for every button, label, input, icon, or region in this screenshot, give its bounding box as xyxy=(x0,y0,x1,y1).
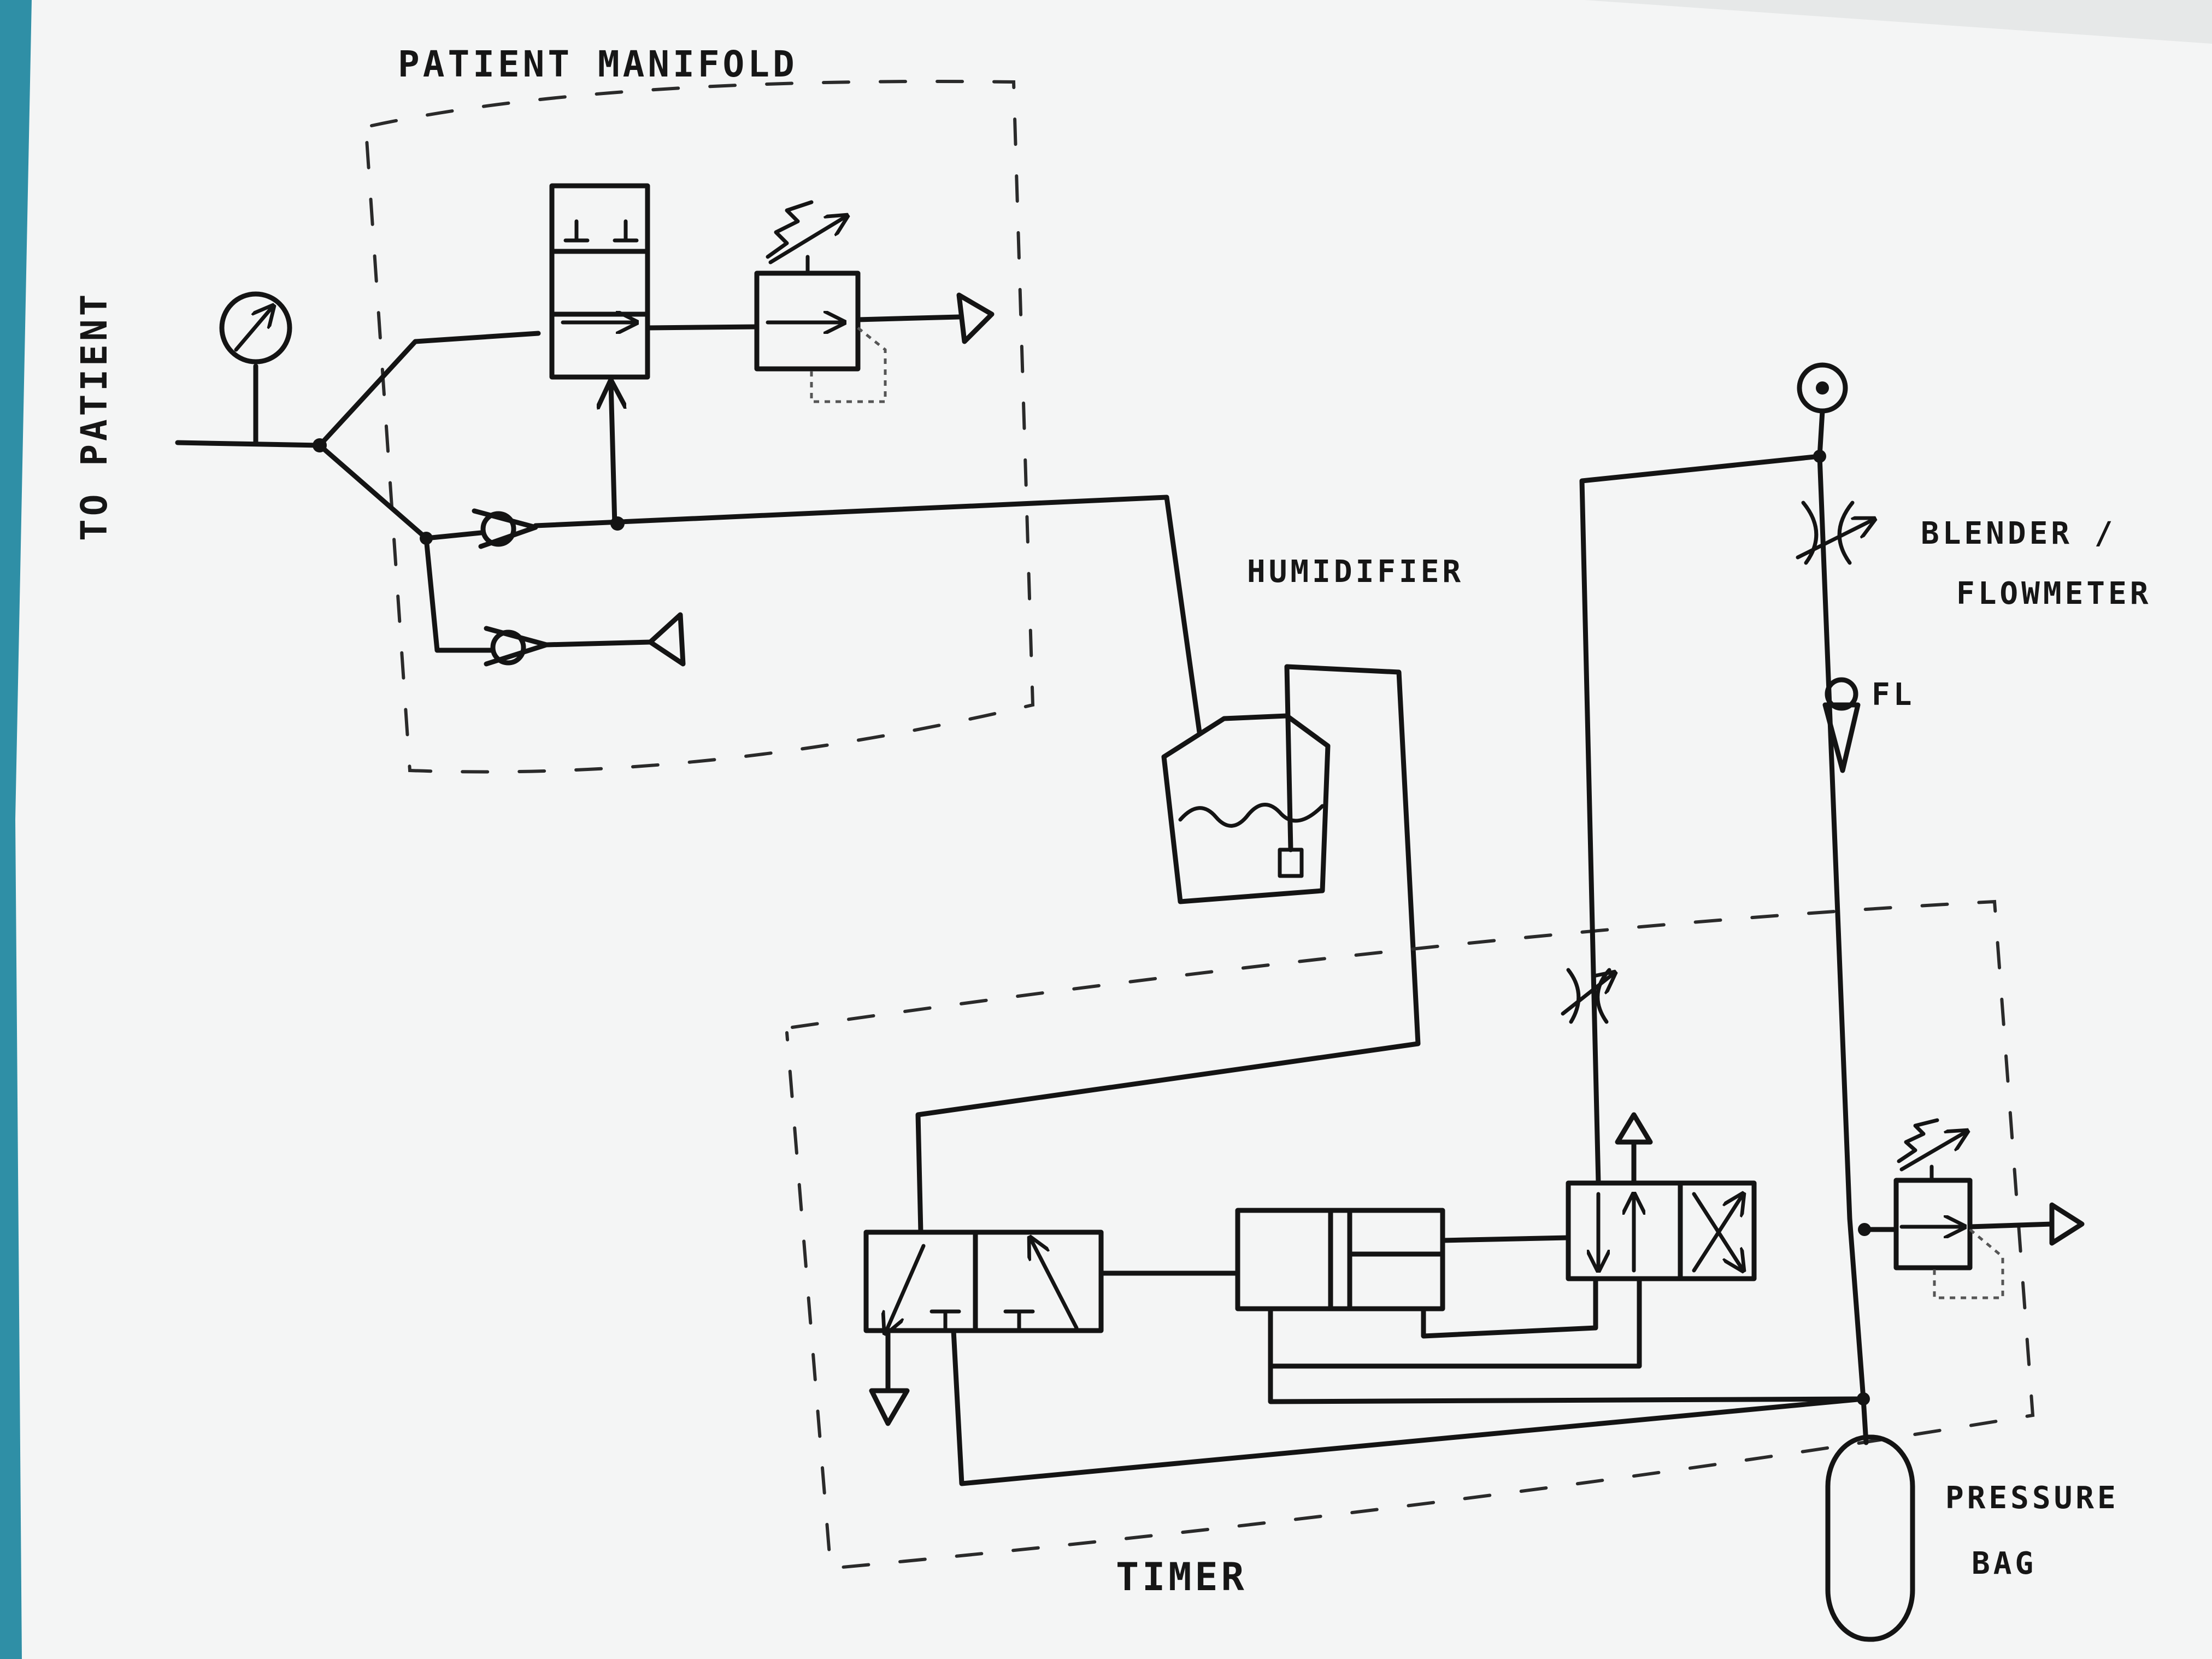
pressure-relief-valve-icon xyxy=(1893,1120,2004,1299)
two-position-valve-icon xyxy=(549,183,650,380)
exhaust-triangle-icon xyxy=(869,1388,910,1426)
timer-group: TIMER xyxy=(785,454,2035,1599)
paper-sheet xyxy=(15,0,2212,1659)
timer-label: TIMER xyxy=(1116,1555,1248,1599)
humidifier-group: HUMIDIFIER xyxy=(915,554,1464,1235)
check-to-humidifier-line xyxy=(533,495,1202,735)
valve-to-relief-line xyxy=(645,324,760,331)
cylinder-rod-line xyxy=(1440,1235,1571,1243)
exhaust-triangle-icon xyxy=(1615,1112,1653,1145)
flowmeter-tag: FL xyxy=(1872,677,1915,713)
check-line-upper xyxy=(423,530,484,541)
pilot-node xyxy=(610,516,625,531)
humidifier-outlet-line xyxy=(915,664,1421,1235)
pressure-bag-icon xyxy=(1825,1434,1915,1642)
cylinder-icon xyxy=(1235,1208,1445,1311)
timer-supply-line xyxy=(1579,454,1822,1186)
patient-manifold-label: PATIENT MANIFOLD xyxy=(398,43,798,85)
source-line xyxy=(1817,408,1825,459)
cylinder-port-c-line xyxy=(1268,1276,1642,1369)
variable-restrictor-icon xyxy=(1796,501,1874,565)
pressure-gauge-icon xyxy=(219,291,292,364)
timer-boundary xyxy=(785,899,2035,1570)
to-patient-label: TO PATIENT xyxy=(73,291,115,541)
humidifier-label: HUMIDIFIER xyxy=(1247,554,1464,590)
valve-pilot-line xyxy=(611,383,615,527)
pilot-valve-icon xyxy=(863,1229,1104,1333)
flowmeter-icon xyxy=(1822,677,1861,773)
paper-shadow xyxy=(1585,0,2212,44)
exhaust-triangle-icon xyxy=(956,292,995,344)
cylinder-port-b-line xyxy=(1268,1306,1866,1404)
blender-label: BLENDER / xyxy=(1921,516,2116,551)
pressure-bag-label-2: BAG xyxy=(1972,1546,2037,1581)
patient-line xyxy=(175,440,322,448)
branch-to-valve xyxy=(317,331,541,448)
relief-exhaust-line xyxy=(1967,1221,2055,1229)
timer-return-line xyxy=(951,1328,1866,1486)
source-group: BLENDER / FLOWMETER FL PRESSURE BAG xyxy=(1796,362,2151,1642)
exhaust-triangle-icon xyxy=(648,612,686,667)
variable-restrictor-icon xyxy=(1561,968,1615,1024)
pressure-bag-label: PRESSURE xyxy=(1945,1480,2119,1516)
cylinder-port-a-line xyxy=(1421,1276,1598,1339)
directional-valve-icon xyxy=(1566,1180,1757,1281)
patient-manifold-group: PATIENT MANIFOLD TO PATIENT xyxy=(73,43,1202,774)
patient-manifold-boundary xyxy=(364,80,1035,774)
blender-line xyxy=(1817,454,1869,1445)
flowmeter-label: FLOWMETER xyxy=(1956,576,2151,611)
exhaust-triangle-icon xyxy=(2049,1202,2085,1246)
bag-node xyxy=(1857,1392,1870,1405)
relief-exhaust-line xyxy=(855,314,962,322)
check-exhaust-line xyxy=(544,639,653,648)
